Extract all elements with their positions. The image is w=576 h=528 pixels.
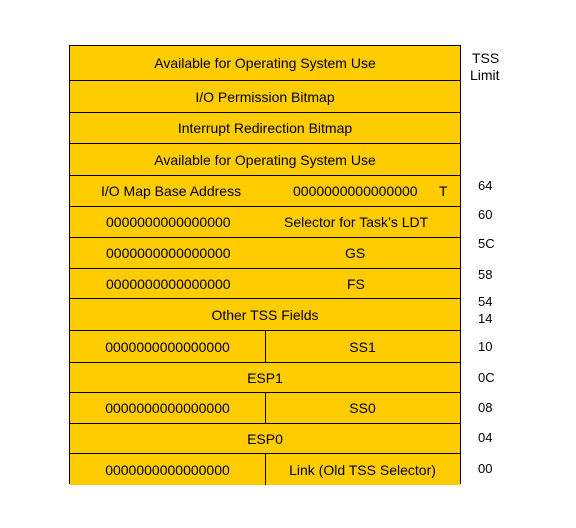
available-os-label-2: Available for Operating System Use <box>154 151 376 168</box>
row-io-permission-bitmap: I/O Permission Bitmap <box>70 81 460 113</box>
tss-structure: Available for Operating System Use I/O P… <box>69 45 461 485</box>
tss-limit-label-line1: TSS <box>472 50 500 66</box>
ldt-selector-label: Selector for Task’s LDT <box>284 214 429 230</box>
available-os-label: Available for Operating System Use <box>154 55 376 71</box>
ss0-zeros: 0000000000000000 <box>70 393 266 423</box>
other-tss-fields-label: Other TSS Fields <box>211 306 319 323</box>
offset-08: 08 <box>478 400 493 415</box>
offset-54: 54 <box>478 294 493 309</box>
row-interrupt-redirection-bitmap: Interrupt Redirection Bitmap <box>70 113 460 144</box>
fs-label: FS <box>347 275 365 292</box>
gs-label: GS <box>345 245 366 261</box>
esp1-label: ESP1 <box>247 369 283 386</box>
row-ss0: 0000000000000000 SS0 <box>70 393 460 424</box>
io-map-base-label: I/O Map Base Address <box>101 183 242 199</box>
trap-bit-t: T <box>439 183 448 199</box>
row-esp1: ESP1 <box>70 363 460 393</box>
offset-00: 00 <box>478 461 493 476</box>
row-ldt-selector: 0000000000000000 Selector for Task’s LDT <box>70 207 460 238</box>
esp0-label: ESP0 <box>247 430 283 447</box>
offset-5c: 5C <box>478 236 495 251</box>
row-esp0: ESP0 <box>70 424 460 454</box>
ss1-zeros: 0000000000000000 <box>70 331 266 362</box>
row-io-map-base: I/O Map Base Address 0000000000000000 T <box>70 176 460 207</box>
row-ss1: 0000000000000000 SS1 <box>70 331 460 363</box>
offset-14: 14 <box>478 311 493 326</box>
io-map-zeros: 0000000000000000 <box>293 183 418 199</box>
offset-04: 04 <box>478 430 493 445</box>
gs-zeros: 0000000000000000 <box>106 245 231 261</box>
tss-limit-label-line2: Limit <box>470 67 500 83</box>
link-zeros: 0000000000000000 <box>70 454 266 485</box>
offset-0c: 0C <box>478 370 495 385</box>
offset-58: 58 <box>478 267 493 282</box>
interrupt-redirection-label: Interrupt Redirection Bitmap <box>177 120 353 136</box>
row-available-os-top: Available for Operating System Use <box>70 46 460 81</box>
row-fs: 0000000000000000 FS <box>70 269 460 299</box>
io-permission-bitmap-label: I/O Permission Bitmap <box>195 88 335 105</box>
offset-64: 64 <box>478 178 493 193</box>
row-other-tss-fields: Other TSS Fields <box>70 299 460 331</box>
row-link: 0000000000000000 Link (Old TSS Selector) <box>70 454 460 485</box>
offset-10: 10 <box>478 339 493 354</box>
ldt-zeros: 0000000000000000 <box>106 214 231 230</box>
row-available-os-mid: Available for Operating System Use <box>70 144 460 176</box>
ss0-label: SS0 <box>349 400 376 416</box>
fs-zeros: 0000000000000000 <box>106 275 231 292</box>
offset-60: 60 <box>478 207 493 222</box>
link-label: Link (Old TSS Selector) <box>289 461 436 478</box>
row-gs: 0000000000000000 GS <box>70 238 460 269</box>
ss1-label: SS1 <box>349 338 376 355</box>
